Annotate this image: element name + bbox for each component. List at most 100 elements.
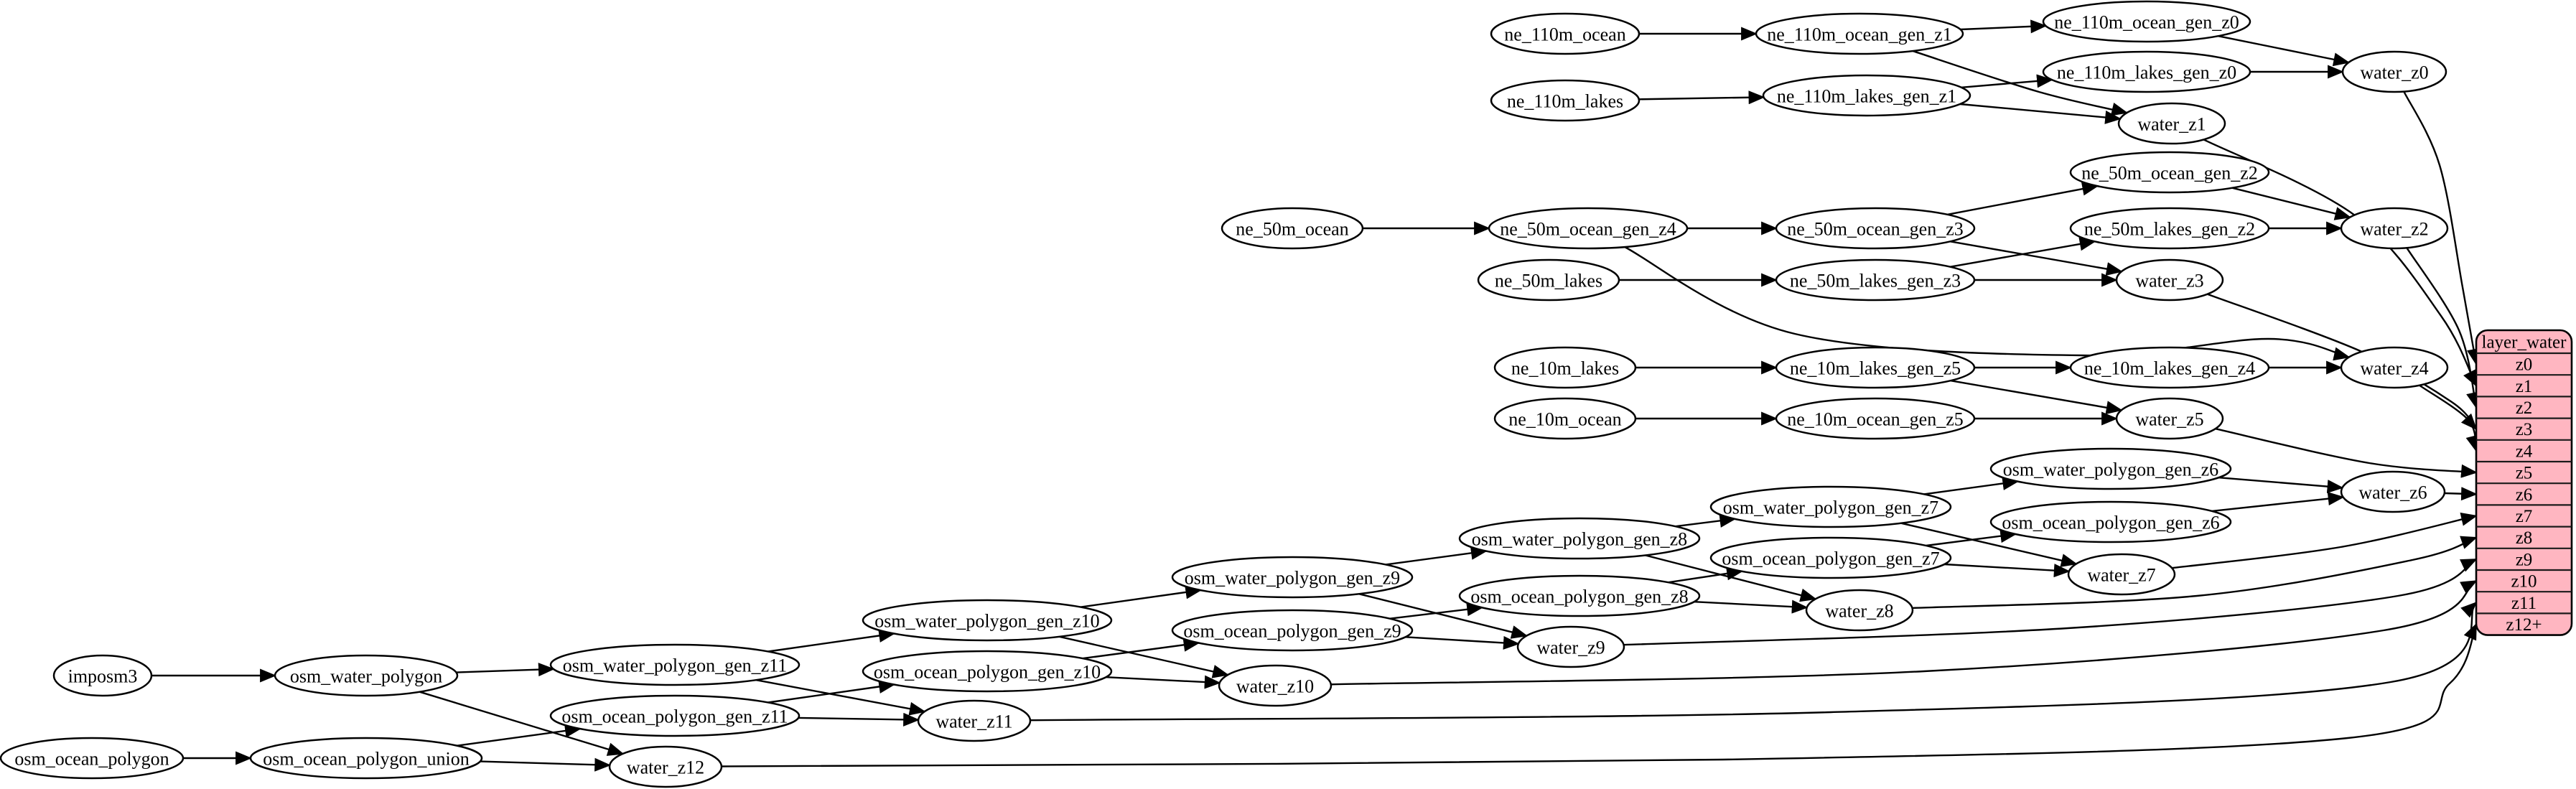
- table-row-label-z11: z11: [2511, 594, 2537, 613]
- edge-ne_110m_ocean_gen_z0-water_z0: [2218, 35, 2351, 67]
- edge-osm_water_polygon_gen_z7-water_z7: [1900, 522, 2078, 567]
- node-label-ne_110m_lakes: ne_110m_lakes: [1507, 91, 1623, 112]
- node-ne_50m_ocean_gen_z2: ne_50m_ocean_gen_z2: [2069, 151, 2270, 194]
- node-label-water_z10: water_z10: [1236, 676, 1314, 697]
- node-ne_110m_ocean: ne_110m_ocean: [1490, 12, 1641, 55]
- edge-osm_water_polygon_gen_z10-osm_water_polygon_gen_z9: [1081, 585, 1203, 608]
- edge-osm_ocean_polygon_gen_z11-water_z11: [798, 712, 920, 727]
- node-label-water_z0: water_z0: [2360, 62, 2428, 83]
- node-osm_water_polygon_gen_z6: osm_water_polygon_gen_z6: [1989, 447, 2232, 490]
- node-water_z7: water_z7: [2067, 553, 2176, 596]
- node-ne_10m_ocean_gen_z5: ne_10m_ocean_gen_z5: [1775, 397, 1976, 440]
- node-label-water_z3: water_z3: [2135, 271, 2203, 291]
- node-shape-osm_ocean_polygon_gen_z8: [1458, 574, 1701, 617]
- edge-osm_ocean_polygon_gen_z11-osm_ocean_polygon_gen_z10: [767, 680, 896, 704]
- edge-water_z8-layer_water-z8: [1912, 536, 2478, 610]
- node-shape-ne_10m_lakes: [1493, 346, 1637, 389]
- node-shape-water_z6: [2340, 470, 2446, 513]
- node-osm_ocean_polygon: osm_ocean_polygon: [0, 737, 185, 780]
- edge-water_z2-layer_water-z2: [2406, 247, 2480, 409]
- node-shape-ne_110m_lakes_gen_z1: [1762, 74, 1971, 117]
- node-ne_110m_ocean_gen_z0: ne_110m_ocean_gen_z0: [2042, 0, 2251, 43]
- node-shape-osm_ocean_polygon_gen_z7: [1709, 536, 1952, 579]
- node-shape-osm_ocean_polygon_union: [249, 737, 483, 780]
- node-ne_10m_ocean: ne_10m_ocean: [1493, 397, 1637, 440]
- edge-ne_110m_lakes_gen_z1-water_z1: [1960, 103, 2122, 124]
- node-shape-osm_water_polygon_gen_z10: [862, 599, 1113, 642]
- node-label-ne_50m_lakes_gen_z2: ne_50m_lakes_gen_z2: [2084, 219, 2255, 240]
- table-row-label-z1: z1: [2516, 377, 2533, 396]
- edge-water_z11-layer_water-z11: [1030, 601, 2478, 722]
- node-ne_50m_ocean_gen_z4: ne_50m_ocean_gen_z4: [1488, 207, 1689, 250]
- node-label-osm_ocean_polygon_gen_z6: osm_ocean_polygon_gen_z6: [2002, 513, 2219, 533]
- edge-water_z5-layer_water-z5: [2215, 428, 2478, 478]
- node-osm_ocean_polygon_gen_z11: osm_ocean_polygon_gen_z11: [549, 694, 801, 737]
- node-ne_110m_ocean_gen_z1: ne_110m_ocean_gen_z1: [1755, 12, 1964, 55]
- edge-water_z9-layer_water-z9: [1623, 558, 2478, 646]
- edge-osm_ocean_polygon_gen_z9-osm_ocean_polygon_gen_z8: [1389, 602, 1484, 620]
- edge-water_z4-layer_water-z4: [2419, 384, 2480, 452]
- edge-osm_water_polygon_gen_z9-osm_water_polygon_gen_z8: [1385, 546, 1488, 566]
- node-label-water_z2: water_z2: [2360, 219, 2428, 240]
- node-label-ne_110m_lakes_gen_z0: ne_110m_lakes_gen_z0: [2057, 62, 2236, 83]
- node-water_z9: water_z9: [1516, 625, 1625, 668]
- edge-osm_water_polygon_gen_z7-osm_water_polygon_gen_z6: [1923, 477, 2020, 495]
- node-ne_10m_lakes_gen_z5: ne_10m_lakes_gen_z5: [1775, 346, 1976, 389]
- node-shape-water_z9: [1516, 625, 1625, 668]
- table-row-label-z10: z10: [2511, 572, 2537, 592]
- edge-osm_ocean_polygon_gen_z7-water_z7: [1944, 563, 2071, 578]
- table-header-label: layer_water: [2482, 333, 2567, 353]
- node-water_z8: water_z8: [1805, 589, 1914, 632]
- node-ne_10m_lakes_gen_z4: ne_10m_lakes_gen_z4: [2069, 346, 2270, 389]
- node-label-ne_10m_ocean: ne_10m_ocean: [1508, 409, 1621, 430]
- node-shape-water_z5: [2115, 397, 2224, 440]
- node-water_z3: water_z3: [2115, 258, 2224, 302]
- node-label-osm_ocean_polygon_gen_z7: osm_ocean_polygon_gen_z7: [1722, 548, 1939, 569]
- node-osm_water_polygon_gen_z8: osm_water_polygon_gen_z8: [1458, 517, 1701, 560]
- node-label-osm_ocean_polygon_gen_z9: osm_ocean_polygon_gen_z9: [1183, 621, 1401, 642]
- node-shape-imposm3: [52, 654, 153, 697]
- node-shape-water_z11: [917, 699, 1032, 742]
- node-shape-ne_50m_lakes: [1477, 258, 1620, 302]
- table-row-label-z8: z8: [2516, 528, 2533, 548]
- node-label-ne_110m_ocean: ne_110m_ocean: [1504, 24, 1625, 45]
- edge-osm_ocean_polygon_gen_z6-water_z6: [2211, 492, 2345, 513]
- edge-water_z0-layer_water-z0: [2403, 90, 2481, 365]
- edge-osm_ocean_polygon_gen_z10-osm_ocean_polygon_gen_z9: [1083, 638, 1200, 660]
- node-label-ne_50m_ocean_gen_z3: ne_50m_ocean_gen_z3: [1787, 219, 1963, 240]
- node-shape-ne_10m_lakes_gen_z5: [1775, 346, 1976, 389]
- node-shape-water_z0: [2341, 50, 2447, 93]
- node-shape-ne_110m_ocean_gen_z0: [2042, 0, 2251, 43]
- node-shape-osm_ocean_polygon_gen_z10: [862, 650, 1113, 693]
- node-shape-water_z12: [608, 745, 723, 788]
- node-osm_ocean_polygon_gen_z6: osm_ocean_polygon_gen_z6: [1989, 500, 2232, 543]
- node-shape-ne_10m_ocean_gen_z5: [1775, 397, 1976, 440]
- node-label-osm_water_polygon_gen_z9: osm_water_polygon_gen_z9: [1185, 568, 1400, 589]
- node-shape-ne_50m_lakes_gen_z3: [1775, 258, 1976, 302]
- edges-layer: [151, 19, 2481, 772]
- node-osm_water_polygon_gen_z11: osm_water_polygon_gen_z11: [549, 643, 801, 686]
- node-water_z11: water_z11: [917, 699, 1032, 742]
- edge-osm_water_polygon_gen_z9-water_z9: [1358, 593, 1529, 639]
- node-label-osm_water_polygon: osm_water_polygon: [290, 666, 442, 687]
- node-label-water_z7: water_z7: [2087, 565, 2155, 586]
- node-shape-osm_water_polygon_gen_z11: [549, 643, 801, 686]
- node-ne_50m_lakes_gen_z3: ne_50m_lakes_gen_z3: [1775, 258, 1976, 302]
- edge-ne_50m_lakes_gen_z3-ne_50m_lakes_gen_z2: [1950, 237, 2096, 268]
- node-shape-osm_water_polygon_gen_z6: [1989, 447, 2232, 490]
- node-shape-osm_water_polygon_gen_z7: [1709, 485, 1952, 528]
- edge-osm_ocean_polygon_gen_z9-water_z9: [1405, 635, 1520, 650]
- node-label-ne_50m_lakes_gen_z3: ne_50m_lakes_gen_z3: [1790, 271, 1961, 291]
- node-label-osm_ocean_polygon_gen_z11: osm_ocean_polygon_gen_z11: [561, 706, 788, 727]
- node-osm_ocean_polygon_gen_z10: osm_ocean_polygon_gen_z10: [862, 650, 1113, 693]
- node-shape-ne_110m_ocean_gen_z1: [1755, 12, 1964, 55]
- node-water_z1: water_z1: [2117, 102, 2226, 145]
- node-ne_50m_lakes: ne_50m_lakes: [1477, 258, 1620, 302]
- node-shape-water_z8: [1805, 589, 1914, 632]
- node-ne_110m_lakes: ne_110m_lakes: [1490, 79, 1641, 122]
- node-osm_ocean_polygon_union: osm_ocean_polygon_union: [249, 737, 483, 780]
- node-label-ne_10m_lakes: ne_10m_lakes: [1511, 358, 1619, 379]
- node-osm_water_polygon_gen_z7: osm_water_polygon_gen_z7: [1709, 485, 1952, 528]
- table-row-label-z4: z4: [2516, 442, 2533, 461]
